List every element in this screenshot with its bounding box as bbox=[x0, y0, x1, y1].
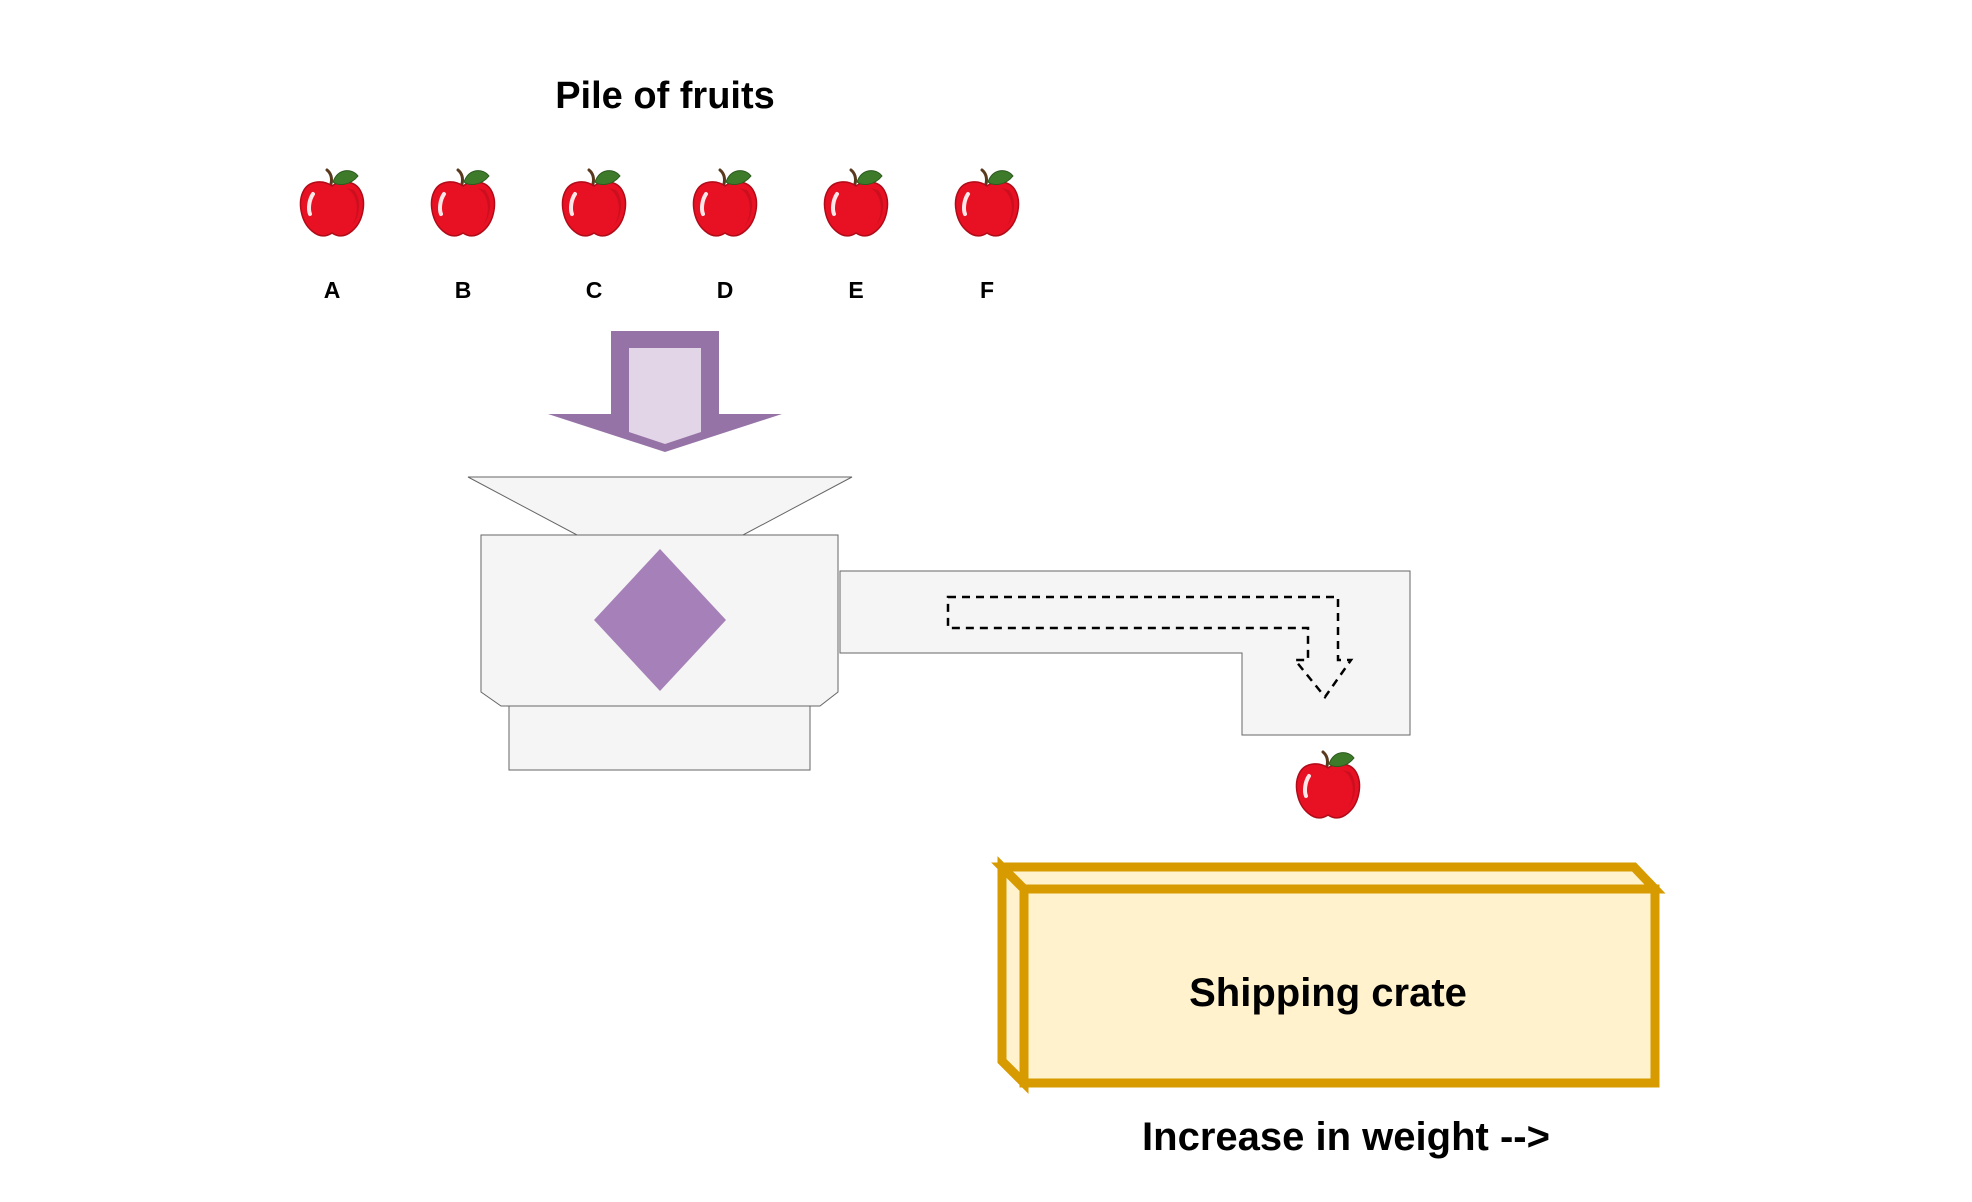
fruit-label: B bbox=[455, 277, 472, 303]
fruit-item-d: D bbox=[691, 168, 759, 303]
apple-icon bbox=[298, 168, 366, 238]
fruit-item-e: E bbox=[822, 168, 890, 303]
fruit-item-a: A bbox=[298, 168, 366, 303]
fruit-item-c: C bbox=[560, 168, 628, 303]
apple-icon bbox=[429, 168, 497, 238]
apple-icon bbox=[822, 168, 890, 238]
crate-label: Shipping crate bbox=[1189, 971, 1467, 1015]
machine-hopper bbox=[467, 476, 853, 536]
fruit-label: C bbox=[586, 277, 603, 303]
sorting-machine bbox=[467, 476, 1411, 771]
fruit-label: A bbox=[324, 277, 341, 303]
apple-icon bbox=[560, 168, 628, 238]
down-arrow-icon bbox=[548, 331, 782, 452]
fruit-label: E bbox=[848, 277, 863, 303]
fruit-item-f: F bbox=[953, 168, 1021, 303]
apple-icon bbox=[953, 168, 1021, 238]
machine-base bbox=[508, 703, 811, 771]
machine-chute bbox=[839, 570, 1411, 736]
fruit-label: D bbox=[717, 277, 734, 303]
shipping-crate: Shipping crate bbox=[991, 856, 1666, 1094]
apple-icon bbox=[691, 168, 759, 238]
crate-front-face bbox=[1019, 884, 1660, 1088]
machine-diamond bbox=[594, 549, 726, 691]
diagram-title: Pile of fruits bbox=[555, 75, 775, 117]
apple-icon bbox=[1294, 750, 1362, 820]
fruit-item-b: B bbox=[429, 168, 497, 303]
weight-caption: Increase in weight --> bbox=[1142, 1115, 1550, 1159]
fruit-label: F bbox=[980, 277, 994, 303]
fruit-pile: A B C D E F bbox=[298, 168, 1021, 303]
flow-arrow-icon bbox=[946, 595, 1354, 700]
